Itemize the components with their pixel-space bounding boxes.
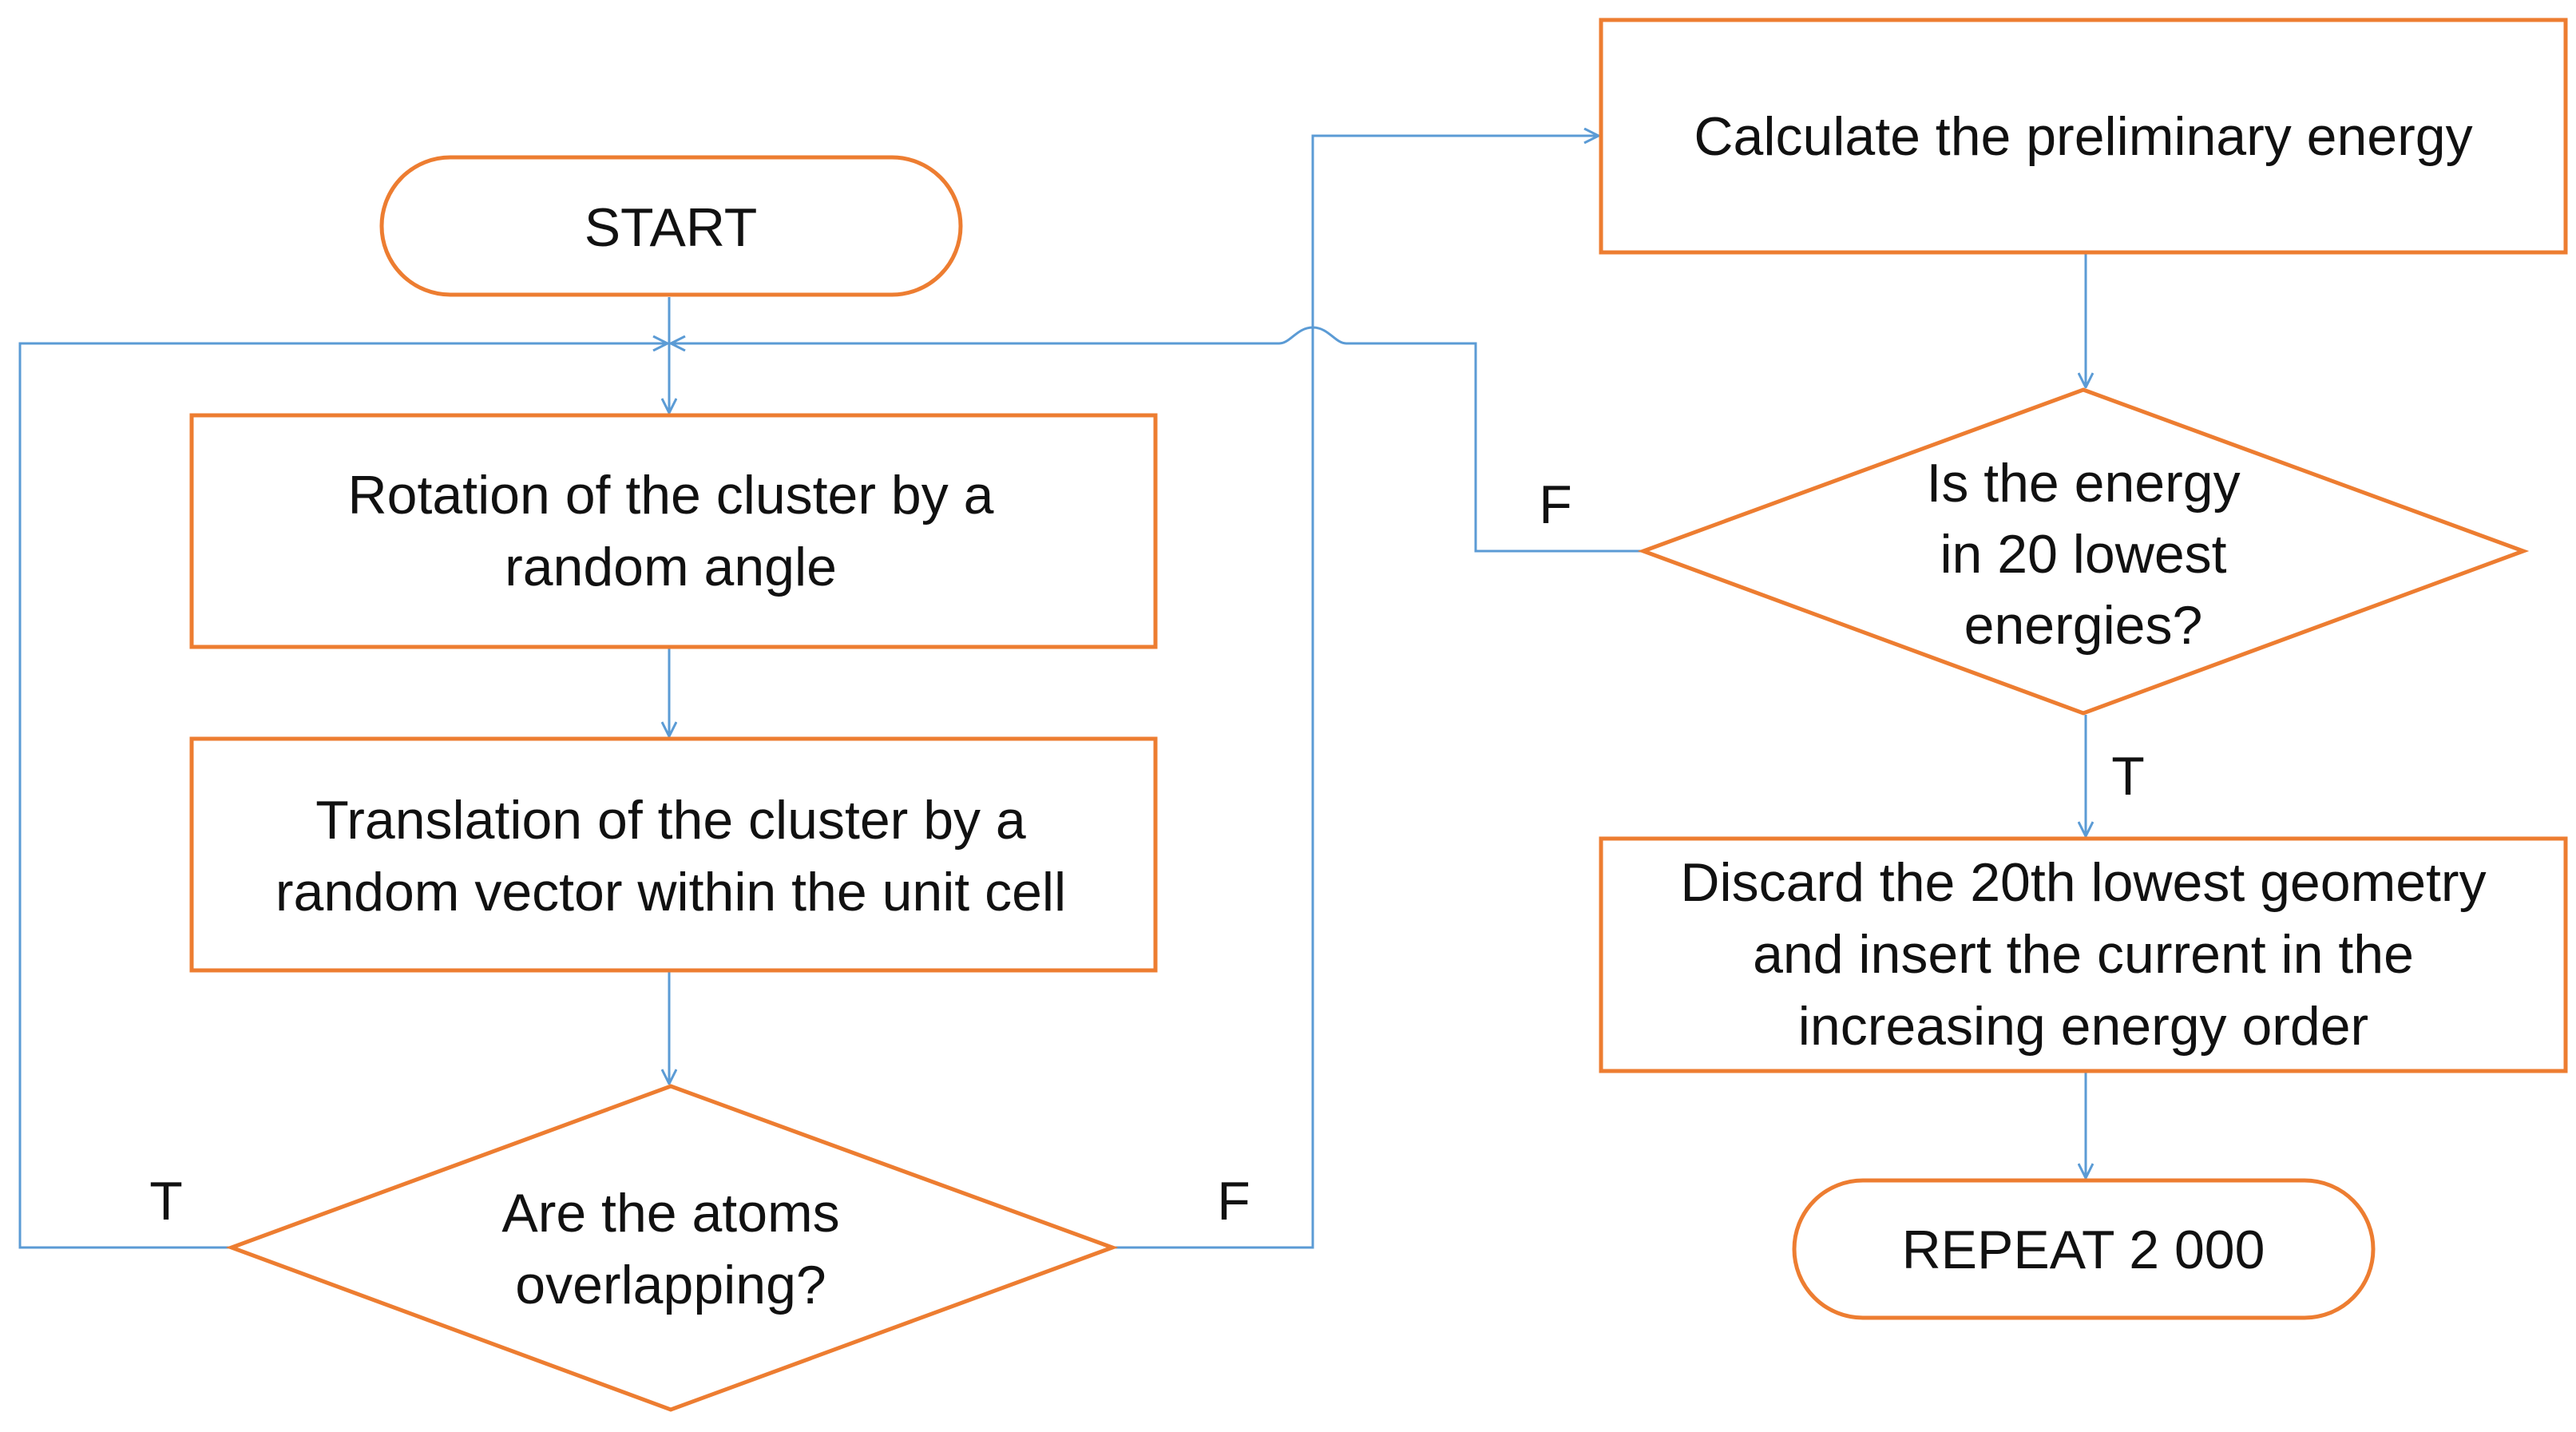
energy-check-label-line-2: in 20 lowest [1940, 524, 2226, 585]
energy-false-label: F [1539, 474, 1572, 535]
repeat-label: REPEAT 2 000 [1902, 1220, 2265, 1280]
connectors [18, 136, 2086, 1249]
start-terminator: START [379, 155, 963, 297]
discard-label-line-3: increasing energy order [1798, 996, 2368, 1057]
preliminary-energy-process-box: Calculate the preliminary energy [1599, 18, 2568, 255]
discard-process-box: Discard the 20th lowest geometry and ins… [1599, 836, 2568, 1073]
connector-energy-false-loop [671, 326, 1642, 553]
repeat-terminator: REPEAT 2 000 [1792, 1178, 2376, 1320]
discard-label-line-2: and insert the current in the [1753, 924, 2414, 985]
connector-overlap-false-to-energy [1112, 136, 1599, 1249]
rotation-label-line-2: random angle [505, 537, 837, 597]
energy-decision-diamond: Is the energy in 20 lowest energies? [1637, 387, 2530, 716]
start-label: START [585, 197, 758, 258]
edge-labels: T F F T [149, 474, 2145, 1232]
energy-check-label-line-3: energies? [1964, 595, 2203, 656]
translation-label-line-1: Translation of the cluster by a [315, 790, 1026, 851]
energy-check-label-line-1: Is the energy [1926, 453, 2240, 514]
overlap-false-label: F [1217, 1171, 1250, 1232]
overlap-label-line-1: Are the atoms [501, 1183, 839, 1244]
translation-label-line-2: random vector within the unit cell [275, 862, 1066, 922]
discard-label-line-1: Discard the 20th lowest geometry [1680, 852, 2486, 913]
connector-overlap-true-loop [18, 343, 668, 1249]
energy-true-label: T [2111, 746, 2145, 807]
translation-process-box: Translation of the cluster by a random v… [189, 736, 1158, 973]
overlap-decision-diamond: Are the atoms overlapping? [225, 1084, 1119, 1412]
rotation-label-line-1: Rotation of the cluster by a [348, 465, 994, 526]
preliminary-energy-label: Calculate the preliminary energy [1694, 106, 2472, 167]
overlap-label-line-2: overlapping? [515, 1255, 826, 1315]
rotation-process-box: Rotation of the cluster by a random angl… [189, 413, 1158, 649]
overlap-true-label: T [149, 1171, 183, 1232]
